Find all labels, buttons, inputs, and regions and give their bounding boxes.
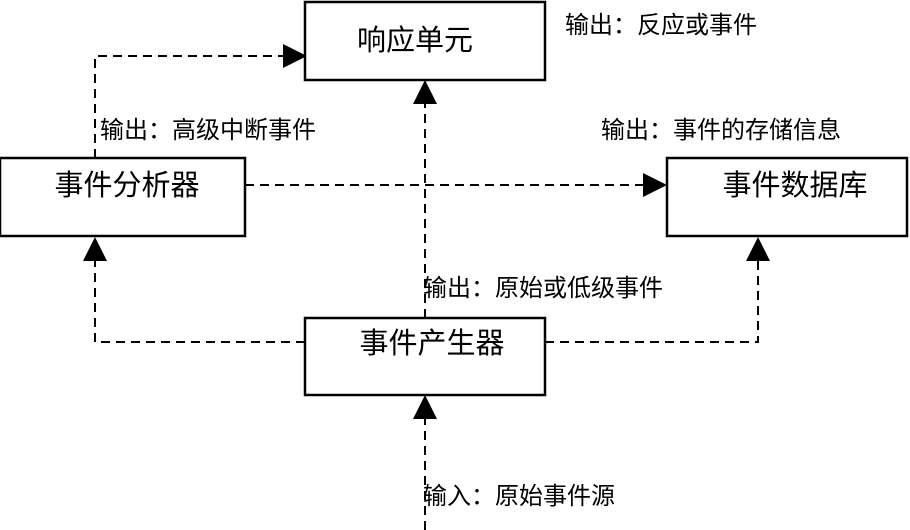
event-analyzer-box: 事件分析器 [0,156,247,238]
event-generator-box: 事件产生器 [303,316,547,397]
generator-output-note: 输出：原始或低级事件 [423,274,663,302]
analyzer-to-response-arrowhead [283,44,307,68]
event-analyzer-label: 事件分析器 [54,168,199,202]
event-database-box: 事件数据库 [665,156,909,238]
response-unit-label: 响应单元 [357,23,473,57]
event-database-label: 事件数据库 [722,168,867,202]
database-output-note: 输出：事件的存储信息 [601,116,841,144]
input-to-generator-arrowhead [413,395,437,419]
response-output-note: 输出：反应或事件 [565,11,757,39]
generator-to-analyzer-connector [94,260,305,343]
analyzer-output-note: 输出：高级中断事件 [100,116,316,144]
system-input-note: 输入：原始事件源 [423,482,615,510]
analyzer-to-response-connector [94,55,283,158]
generator-to-database-arrowhead [746,237,770,261]
generator-to-response-arrowhead [413,80,437,104]
analyzer-to-database-arrowhead [643,173,667,197]
event-generator-label: 事件产生器 [359,326,504,360]
response-unit-box: 响应单元 [303,0,547,82]
generator-to-database-connector [545,260,759,343]
generator-to-analyzer-arrowhead [83,237,107,261]
